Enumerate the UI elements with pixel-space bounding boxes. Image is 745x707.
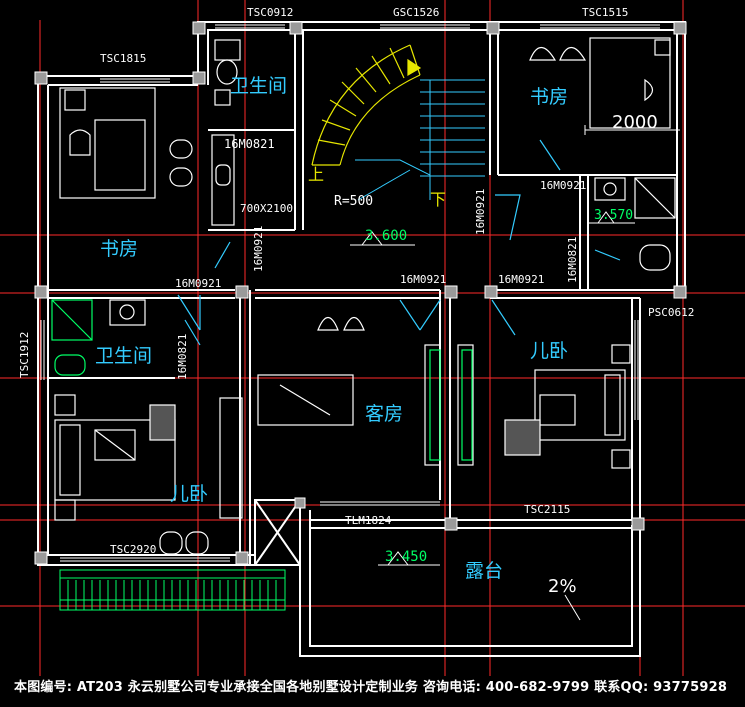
bath-top-fixtures <box>211 39 241 226</box>
bedroom-right-furniture <box>504 344 631 469</box>
level-markers <box>350 211 635 621</box>
room-terrace: 露台 <box>465 560 503 582</box>
footer-info: 本图编号: AT203 永云别墅公司专业承接全国各地别墅设计定制业务 咨询电话:… <box>0 676 745 707</box>
window-tsc2920: TSC2920 <box>110 543 156 556</box>
level-main: 3.600 <box>365 228 407 244</box>
door-label-6: 16M0921 <box>474 189 487 235</box>
stair-flight <box>355 79 485 201</box>
stair-down-label: 下 <box>430 190 446 209</box>
window-psc0612: PSC0612 <box>648 306 694 319</box>
window-tsc1515: TSC1515 <box>582 6 628 19</box>
door-label-2: 16M0921 <box>175 277 221 290</box>
floor-plan: 书房 书房 卫生间 卫生间 儿卧 儿卧 客房 露台 上 下 TSC0912 GS… <box>0 0 745 676</box>
room-bath-top: 卫生间 <box>230 75 287 97</box>
staircase <box>311 44 422 166</box>
window-tsc2115: TSC2115 <box>524 503 570 516</box>
window-tsc1912: TSC1912 <box>18 332 31 378</box>
room-study-left: 书房 <box>100 238 138 260</box>
window-tsc0912: TSC0912 <box>247 6 293 19</box>
bedroom-left-furniture <box>54 394 243 555</box>
level-terrace: 3.450 <box>385 549 427 565</box>
door-label-7: 16M0821 <box>566 237 579 283</box>
room-bath-left: 卫生间 <box>95 345 152 367</box>
bath-right-fixtures <box>594 177 676 271</box>
door-label-4: 16M0921 <box>498 273 544 286</box>
stair-radius-label: R=500 <box>334 194 373 209</box>
walls <box>37 21 686 657</box>
room-living: 客房 <box>365 403 403 425</box>
study-right-furniture <box>529 37 671 129</box>
door-label-5: 16M0921 <box>540 179 586 192</box>
dimension-2000 <box>584 125 680 135</box>
bath-left-fixtures <box>51 299 93 376</box>
living-chairs <box>429 349 473 461</box>
balcony-rail <box>59 569 286 611</box>
door-label-3: 16M0921 <box>400 273 446 286</box>
dimension-2000-label: 2000 <box>612 112 658 133</box>
door-swings <box>177 139 621 346</box>
study-left-furniture <box>59 87 193 199</box>
stair-up-label: 上 <box>308 165 324 184</box>
windows <box>40 24 660 562</box>
shower-size-label: 700X2100 <box>240 202 293 215</box>
columns <box>34 21 687 565</box>
room-study-right: 书房 <box>530 86 568 108</box>
window-gsc1526: GSC1526 <box>393 6 439 19</box>
slope-label: 2% <box>548 576 577 597</box>
level-bath: 3.570 <box>594 208 633 223</box>
room-bedroom-left: 儿卧 <box>170 483 208 505</box>
window-tsc1815: TSC1815 <box>100 52 146 65</box>
bath-left-sink <box>109 299 146 326</box>
door-label-1: 16M0821 <box>224 137 275 151</box>
window-tlm1824: TLM1824 <box>345 514 392 527</box>
door-label-8: 16M0821 <box>176 334 189 380</box>
door-label-9: 16M0921 <box>252 226 265 272</box>
room-bedroom-right: 儿卧 <box>530 340 568 362</box>
